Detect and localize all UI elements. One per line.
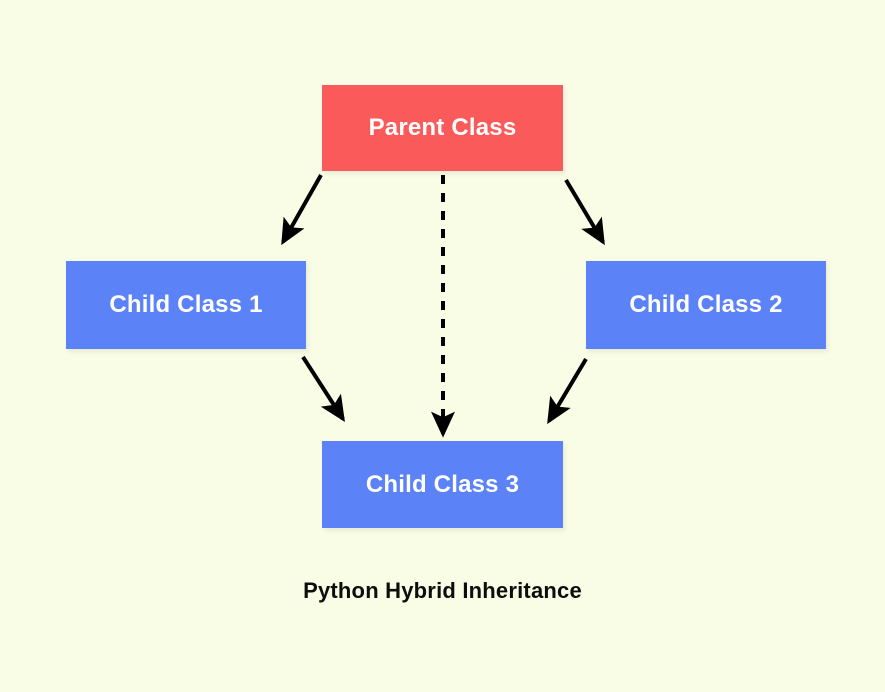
node-child-class-2-label: Child Class 2 <box>629 291 783 318</box>
child2-to-child3-arrow <box>547 357 588 425</box>
parent-to-child2-arrow <box>564 178 605 246</box>
node-child-class-1-label: Child Class 1 <box>109 291 263 318</box>
node-parent-class[interactable]: Parent Class <box>322 85 563 171</box>
node-child-class-2[interactable]: Child Class 2 <box>586 261 826 349</box>
node-child-class-3-label: Child Class 3 <box>365 470 520 498</box>
node-child-class-1[interactable]: Child Class 1 <box>66 261 306 349</box>
child1-to-child3-arrow <box>301 355 345 423</box>
parent-to-child1-arrow <box>281 174 323 246</box>
node-child-class-3[interactable]: Child Class 3 <box>322 441 563 528</box>
node-parent-class-label: Parent Class <box>368 114 517 141</box>
diagram-caption: Python Hybrid Inheritance <box>303 578 582 603</box>
